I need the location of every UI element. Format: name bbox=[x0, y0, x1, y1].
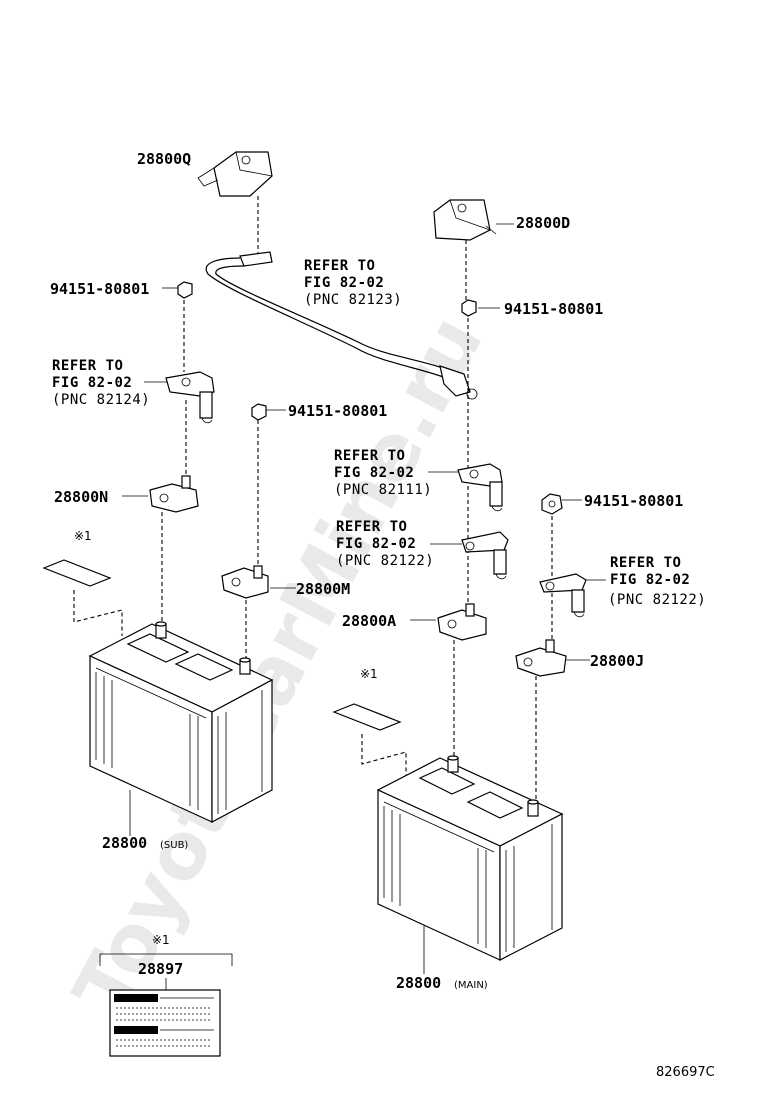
reference-note-82124: REFER TO FIG 82-02 (PNC 82124) bbox=[52, 358, 150, 408]
nut-94151-left bbox=[177, 281, 193, 299]
bracket-82111 bbox=[457, 463, 503, 512]
mark-middle: ※1 bbox=[360, 667, 378, 681]
label-28800M: 28800M bbox=[296, 580, 350, 598]
label-nut-center: 94151-80801 bbox=[288, 402, 387, 420]
label-battery-main-tag: (MAIN) bbox=[454, 980, 488, 991]
bracket-82124 bbox=[165, 371, 215, 424]
nut-94151-right-mid bbox=[541, 493, 563, 515]
reference-note-82123: REFER TO FIG 82-02 (PNC 82123) bbox=[304, 258, 402, 308]
label-battery-main-number: 28800 bbox=[396, 974, 441, 992]
warning-label-28897 bbox=[109, 989, 221, 1057]
figure-code: 826697C bbox=[656, 1065, 715, 1080]
terminal-clamp-28800A bbox=[437, 603, 487, 641]
terminal-cover-28800Q bbox=[197, 151, 273, 197]
svg-text:REFER TO: REFER TO bbox=[336, 519, 407, 535]
label-nut-right-top: 94151-80801 bbox=[504, 300, 603, 318]
warning-label-sticker-middle bbox=[332, 703, 402, 731]
bracket-82122-b bbox=[539, 573, 587, 618]
svg-text:REFER TO: REFER TO bbox=[52, 358, 123, 374]
label-28800Q: 28800Q bbox=[137, 150, 191, 168]
reference-note-82122-a: REFER TO FIG 82-02 (PNC 82122) bbox=[336, 519, 434, 569]
svg-text:FIG 82-02: FIG 82-02 bbox=[304, 275, 384, 291]
svg-text:(PNC 82111): (PNC 82111) bbox=[334, 482, 432, 498]
battery-sub bbox=[88, 621, 274, 823]
battery-main bbox=[376, 755, 564, 961]
label-28800N: 28800N bbox=[54, 488, 108, 506]
terminal-clamp-28800J bbox=[515, 639, 567, 677]
label-28897: 28897 bbox=[138, 960, 183, 978]
terminal-clamp-28800M bbox=[221, 565, 269, 599]
reference-note-82111: REFER TO FIG 82-02 (PNC 82111) bbox=[334, 448, 432, 498]
reference-note-82122-b: REFER TO FIG 82-02 (PNC 82122) bbox=[608, 555, 706, 608]
label-battery-sub-tag: (SUB) bbox=[160, 840, 188, 851]
svg-text:(PNC 82124): (PNC 82124) bbox=[52, 392, 150, 408]
nut-94151-right-top bbox=[461, 299, 477, 317]
label-28800D: 28800D bbox=[516, 214, 570, 232]
svg-text:FIG 82-02: FIG 82-02 bbox=[336, 536, 416, 552]
terminal-clamp-28800N bbox=[149, 475, 199, 513]
svg-text:REFER TO: REFER TO bbox=[610, 555, 681, 571]
svg-text:FIG 82-02: FIG 82-02 bbox=[52, 375, 132, 391]
warning-label-sticker-left bbox=[42, 559, 112, 587]
svg-text:(PNC 82122): (PNC 82122) bbox=[608, 592, 706, 608]
label-nut-left: 94151-80801 bbox=[50, 280, 149, 298]
bracket-82122-a bbox=[461, 531, 509, 580]
mark-bottom: ※1 bbox=[152, 933, 170, 947]
label-28800J: 28800J bbox=[590, 652, 644, 670]
cable-ground-strap bbox=[205, 251, 478, 400]
label-battery-sub-number: 28800 bbox=[102, 834, 147, 852]
svg-text:(PNC 82122): (PNC 82122) bbox=[336, 553, 434, 569]
svg-text:REFER TO: REFER TO bbox=[304, 258, 375, 274]
svg-text:(PNC 82123): (PNC 82123) bbox=[304, 292, 402, 308]
nut-94151-center bbox=[251, 403, 267, 421]
label-28800A: 28800A bbox=[342, 612, 396, 630]
terminal-cover-28800D bbox=[433, 199, 497, 241]
label-nut-right-mid: 94151-80801 bbox=[584, 492, 683, 510]
svg-text:FIG 82-02: FIG 82-02 bbox=[610, 572, 690, 588]
svg-text:FIG 82-02: FIG 82-02 bbox=[334, 465, 414, 481]
mark-left: ※1 bbox=[74, 529, 92, 543]
svg-text:REFER TO: REFER TO bbox=[334, 448, 405, 464]
